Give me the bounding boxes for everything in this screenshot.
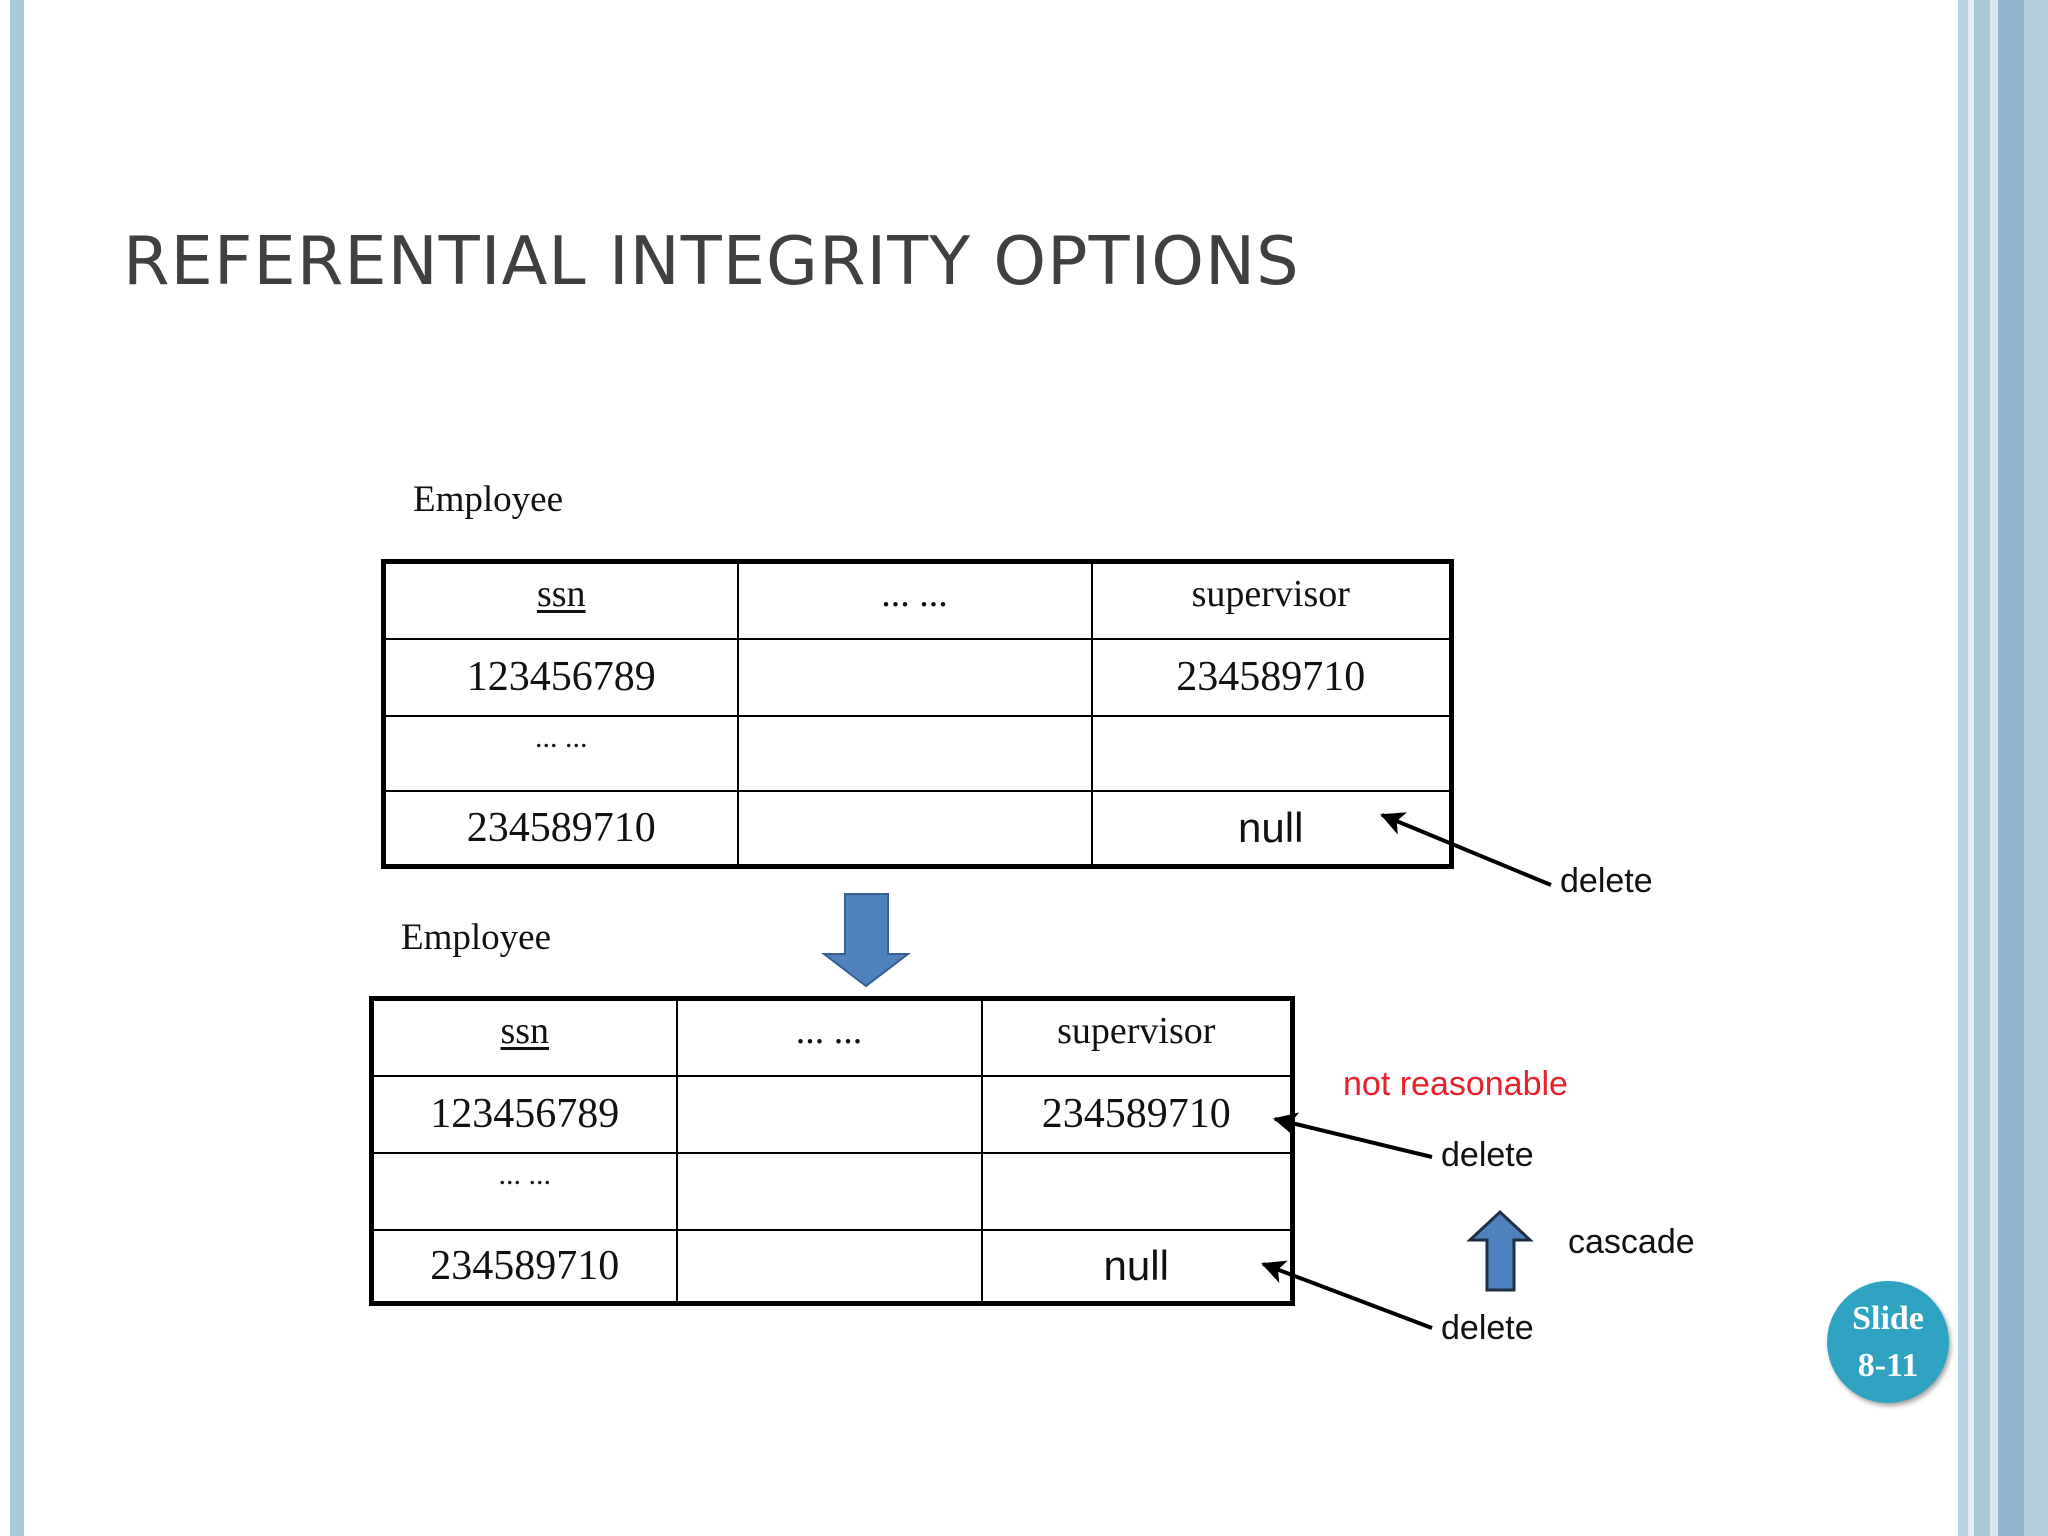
badge-line-1: Slide — [1852, 1300, 1924, 1337]
cell-supervisor: 234589710 — [1090, 637, 1453, 717]
cell-supervisor: 234589710 — [980, 1074, 1294, 1154]
badge-line-2: 8-11 — [1857, 1347, 1919, 1384]
top-delete-arrow — [1380, 812, 1552, 887]
bottom-delete-label: delete — [1441, 1309, 1534, 1347]
table-header-row: ssn ... ... supervisor — [382, 560, 1453, 640]
top-employee-table: ssn ... ... supervisor 123456789 2345897… — [381, 559, 1454, 869]
down-arrow-icon — [821, 893, 911, 988]
cell-empty — [675, 1228, 983, 1305]
cell-supervisor — [980, 1151, 1294, 1231]
not-reasonable-label: not reasonable — [1343, 1065, 1568, 1103]
cell-ssn: 234589710 — [370, 1228, 678, 1305]
cell-ssn: ... ... — [382, 714, 739, 792]
table-row: ... ... — [382, 714, 1453, 792]
bottom-table-caption: Employee — [401, 917, 552, 958]
table-header-row: ssn ... ... supervisor — [370, 997, 1294, 1077]
cell-ssn: 123456789 — [370, 1074, 678, 1154]
cell-empty — [736, 789, 1093, 868]
right-frame-stripes — [1958, 0, 2048, 1536]
header-ssn: ssn — [370, 997, 678, 1077]
header-ellipsis: ... ... — [736, 560, 1093, 640]
up-arrow-icon — [1466, 1209, 1534, 1292]
cell-ssn: 123456789 — [382, 637, 739, 717]
cell-empty — [675, 1074, 983, 1154]
table-row: 234589710 null — [382, 789, 1453, 868]
left-frame-stripe — [10, 0, 24, 1536]
header-supervisor: supervisor — [980, 997, 1294, 1077]
middle-delete-arrow — [1273, 1112, 1433, 1159]
cascade-label: cascade — [1568, 1223, 1695, 1261]
cell-ssn: ... ... — [370, 1151, 678, 1231]
table-row: ... ... — [370, 1151, 1294, 1231]
header-ellipsis: ... ... — [675, 997, 983, 1077]
slide-title: REFERENTIAL INTEGRITY OPTIONS — [123, 222, 1300, 300]
middle-delete-label: delete — [1441, 1136, 1534, 1174]
cell-empty — [736, 714, 1093, 792]
table-row: 123456789 234589710 — [370, 1074, 1294, 1154]
cell-ssn: 234589710 — [382, 789, 739, 868]
table-row: 234589710 null — [370, 1228, 1294, 1305]
bottom-employee-table: ssn ... ... supervisor 123456789 2345897… — [369, 996, 1295, 1306]
table-row: 123456789 234589710 — [382, 637, 1453, 717]
cell-supervisor: null — [980, 1228, 1294, 1305]
cell-empty — [675, 1151, 983, 1231]
bottom-delete-arrow — [1261, 1260, 1433, 1330]
header-ssn: ssn — [382, 560, 739, 640]
top-table-caption: Employee — [413, 479, 564, 520]
cell-empty — [736, 637, 1093, 717]
slide-number-badge: Slide 8-11 — [1827, 1281, 1949, 1403]
top-delete-label: delete — [1560, 862, 1653, 900]
cell-supervisor — [1090, 714, 1453, 792]
header-supervisor: supervisor — [1090, 560, 1453, 640]
